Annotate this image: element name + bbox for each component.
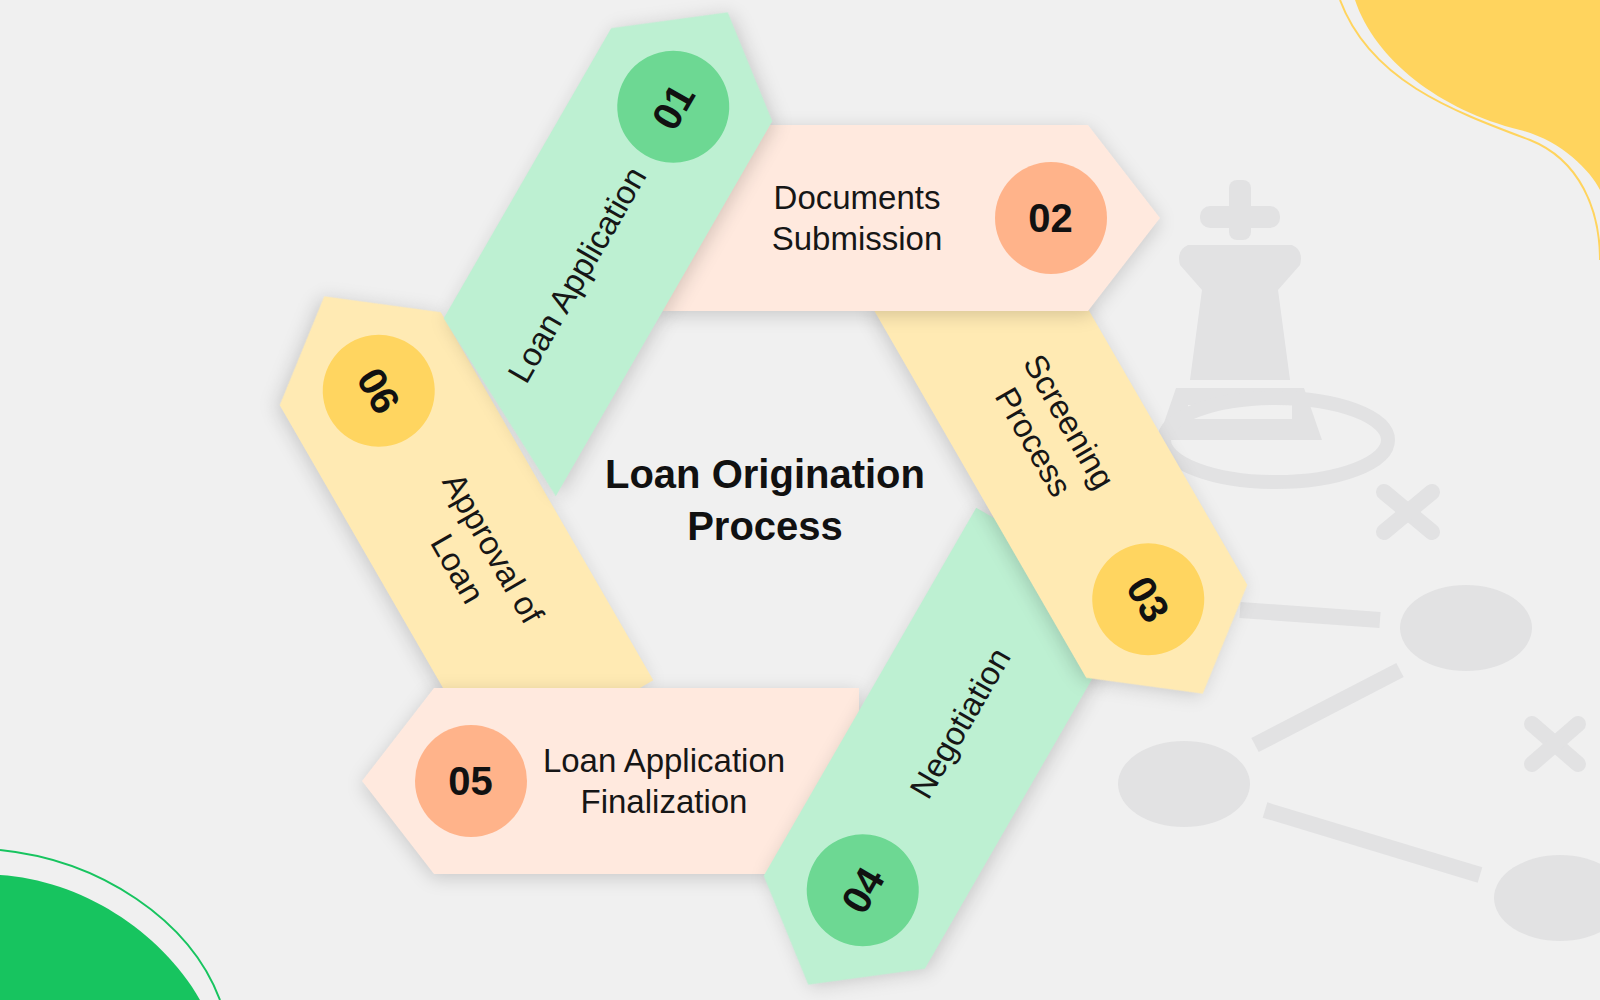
x-mark (1384, 492, 1578, 764)
step-label: Documents Submission (735, 177, 979, 260)
step-number: 03 (1117, 569, 1178, 630)
corner-line (0, 850, 220, 1000)
step-circle: 02 (995, 162, 1107, 274)
corner-blob (0, 875, 200, 1000)
step-label: Loan Application Finalization (542, 740, 786, 823)
strategy-lines (1240, 610, 1480, 875)
band-outline (243, 250, 653, 773)
step-number: 05 (448, 759, 493, 804)
band-outline (663, 125, 1160, 311)
corner-line (1340, 0, 1600, 260)
chess-base-ring (1164, 398, 1388, 482)
step-number: 01 (642, 76, 703, 137)
step-number: 04 (832, 860, 893, 921)
step-number: 02 (1028, 196, 1073, 241)
step-number: 06 (348, 360, 409, 421)
diagram-title: Loan Origination Process (565, 448, 965, 552)
band-outline (362, 688, 859, 874)
step-circle: 05 (415, 725, 527, 837)
